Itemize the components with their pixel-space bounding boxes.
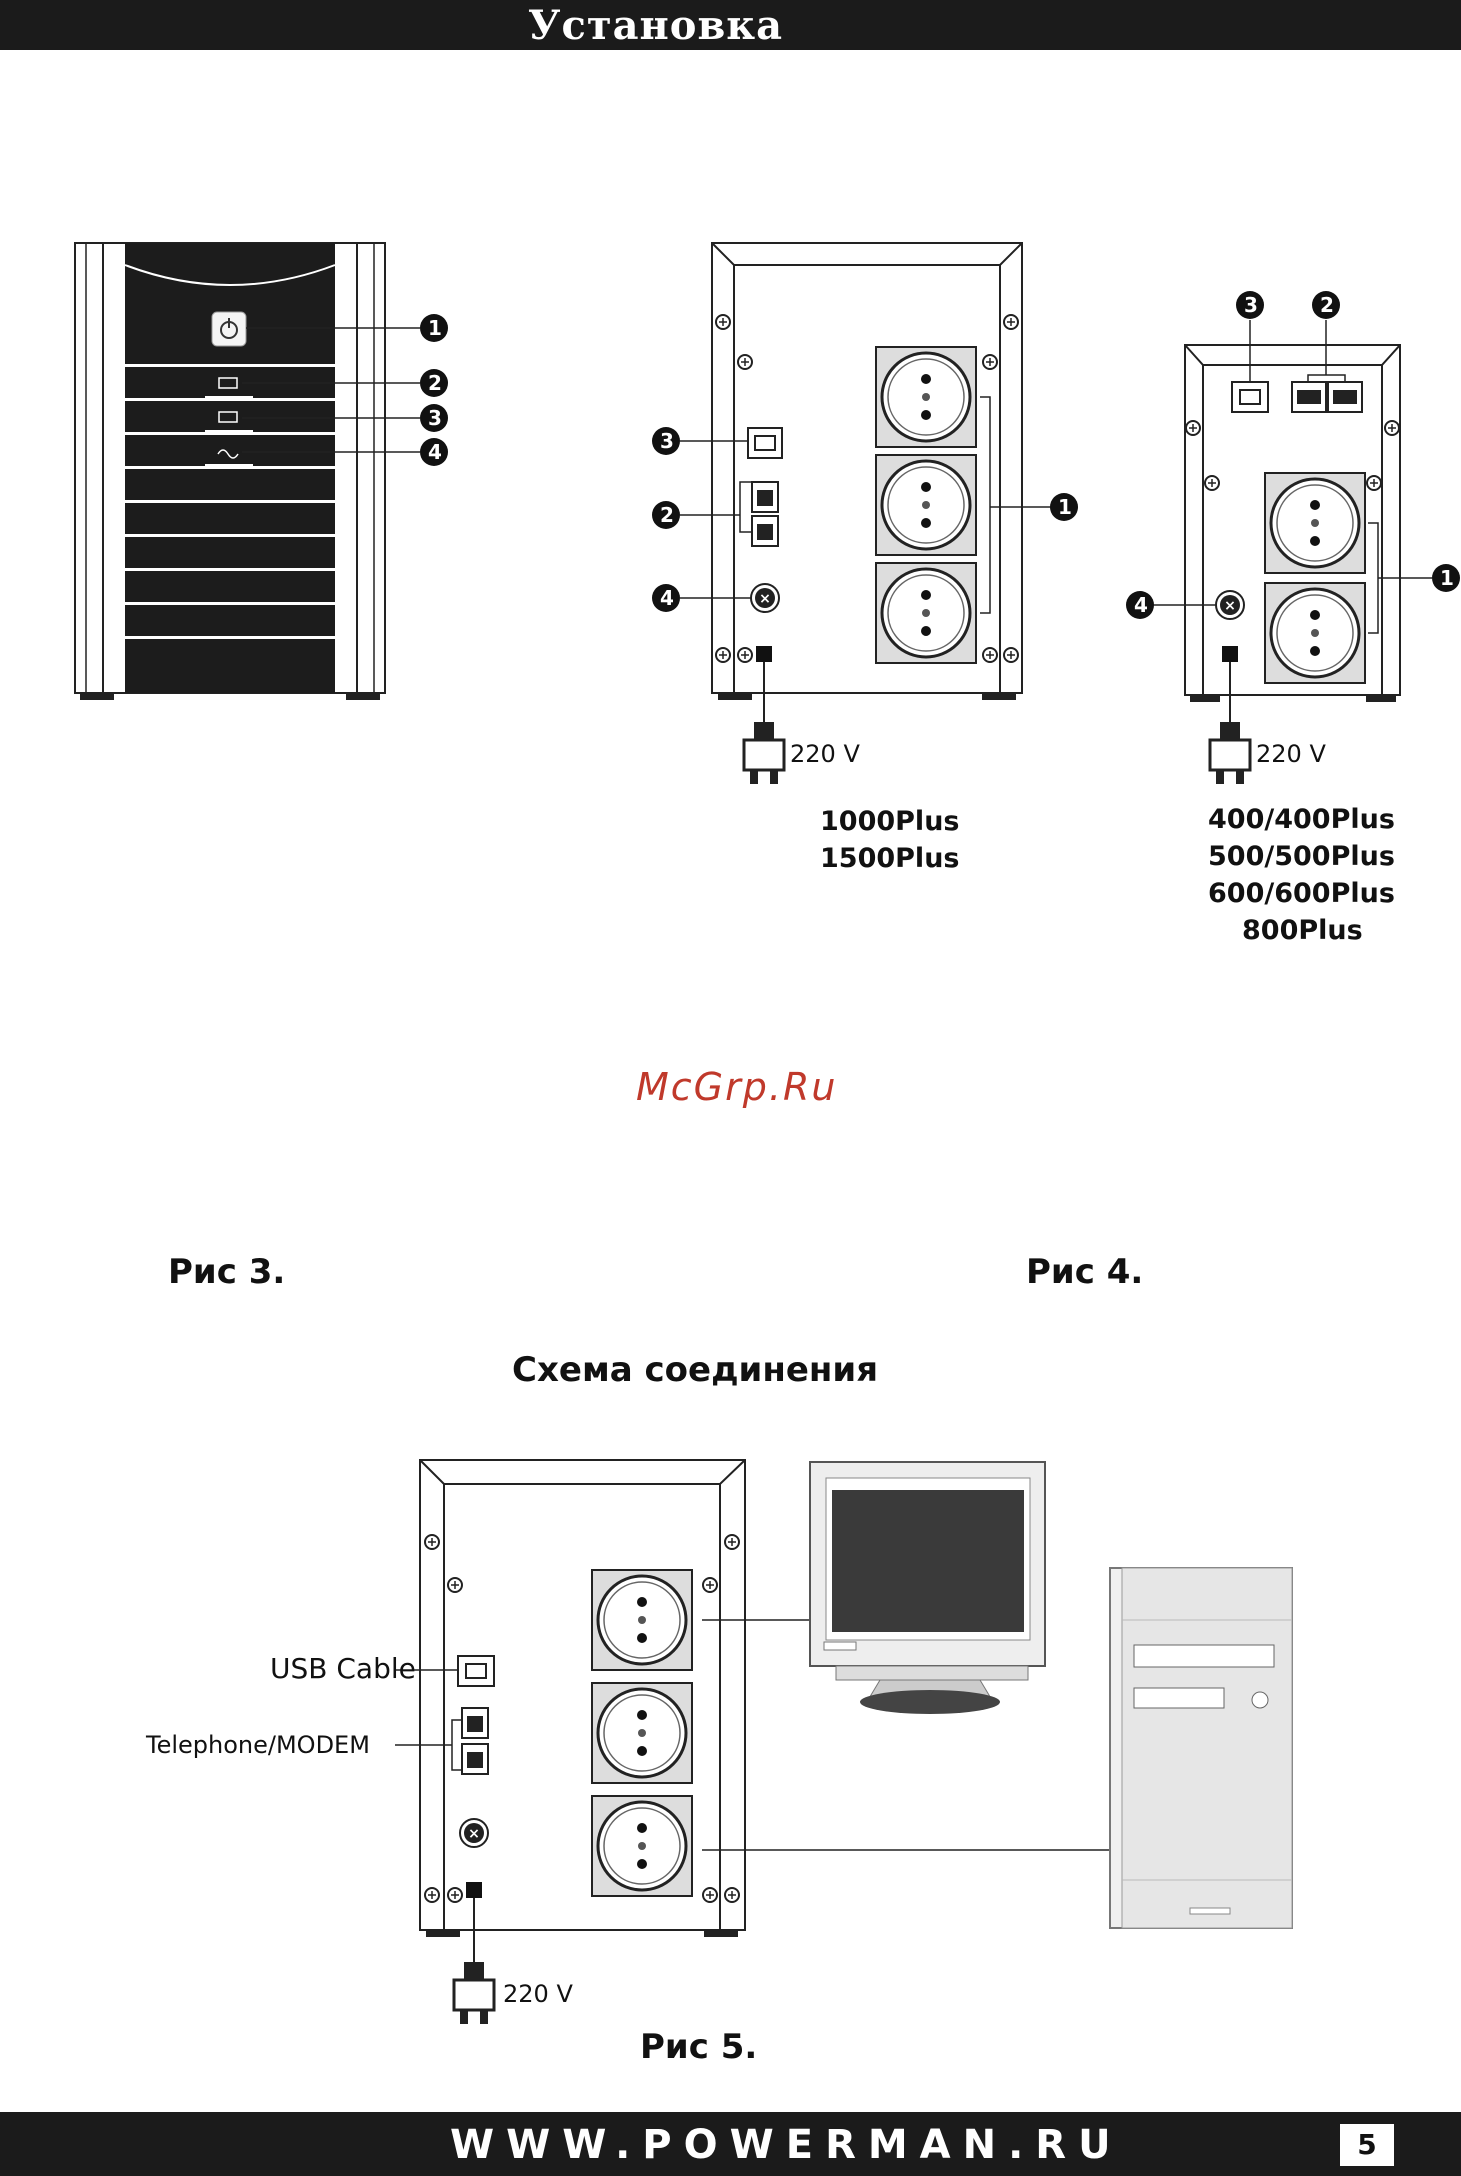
fig5-caption: Рис 5. bbox=[640, 2027, 757, 2067]
model-400: 400/400Plus bbox=[1208, 804, 1395, 835]
rear-panel-large-figure: × bbox=[680, 243, 1050, 784]
page-number: 5 bbox=[1340, 2124, 1394, 2166]
model-600: 600/600Plus bbox=[1208, 878, 1395, 909]
fig4a-callout-2: 2 bbox=[660, 503, 674, 527]
footer-bar: WWW.POWERMAN.RU 5 bbox=[0, 2112, 1461, 2176]
watermark: McGrp.Ru bbox=[636, 1065, 837, 1109]
fig4b-callout-4: 4 bbox=[1134, 593, 1148, 617]
svg-text:×: × bbox=[759, 591, 771, 607]
fig3-callout-4: 4 bbox=[428, 440, 442, 464]
fig3-callout-2: 2 bbox=[428, 371, 442, 395]
fig4a-callout-3: 3 bbox=[660, 429, 674, 453]
model-1500plus: 1500Plus bbox=[820, 843, 959, 874]
fig3-callout-3: 3 bbox=[428, 406, 442, 430]
fig4a-callout-4: 4 bbox=[660, 586, 674, 610]
svg-text:×: × bbox=[468, 1826, 480, 1842]
model-1000plus: 1000Plus bbox=[820, 806, 959, 837]
fig4b-callout-2: 2 bbox=[1320, 293, 1334, 317]
connection-scheme-figure: × bbox=[395, 1460, 1292, 2024]
front-panel-figure bbox=[75, 243, 420, 700]
connection-scheme-heading: Схема соединения bbox=[512, 1350, 878, 1390]
pc-tower-illustration bbox=[1110, 1568, 1292, 1928]
fig5-voltage-label: 220 V bbox=[503, 1980, 573, 2008]
model-800: 800Plus bbox=[1242, 915, 1363, 946]
svg-text:×: × bbox=[1224, 598, 1236, 614]
footer-url: WWW.POWERMAN.RU bbox=[450, 2122, 1123, 2168]
monitor-illustration bbox=[810, 1462, 1045, 1714]
fig4-caption: Рис 4. bbox=[1026, 1252, 1143, 1292]
telephone-modem-label: Telephone/MODEM bbox=[146, 1731, 370, 1759]
fig4b-voltage-label: 220 V bbox=[1256, 740, 1326, 768]
model-500: 500/500Plus bbox=[1208, 841, 1395, 872]
fig3-callout-1: 1 bbox=[428, 316, 442, 340]
rear-panel-small-figure: × bbox=[1152, 320, 1432, 784]
fig4a-voltage-label: 220 V bbox=[790, 740, 860, 768]
fig4b-callout-3: 3 bbox=[1244, 293, 1258, 317]
fig4a-callout-1: 1 bbox=[1058, 495, 1072, 519]
fig3-caption: Рис 3. bbox=[168, 1252, 285, 1292]
usb-cable-label: USB Cable bbox=[270, 1652, 416, 1685]
fig4b-callout-1: 1 bbox=[1440, 566, 1454, 590]
